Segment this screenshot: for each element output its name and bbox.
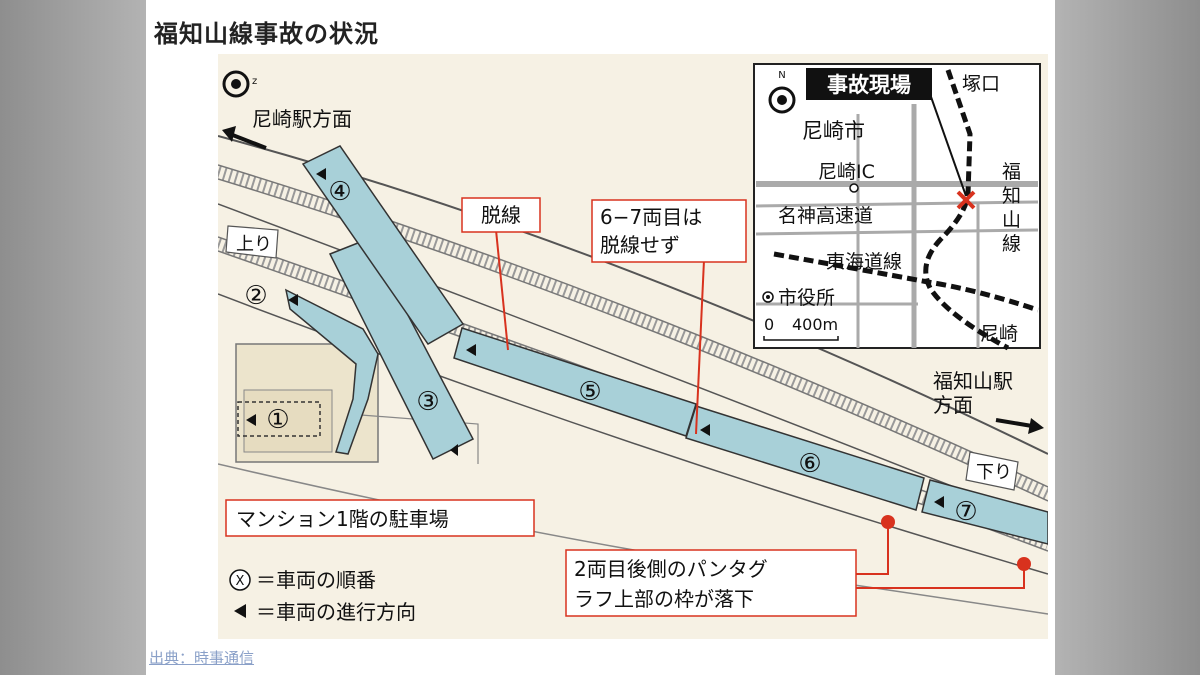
svg-text:N: N bbox=[778, 70, 785, 81]
svg-text:上り: 上り bbox=[236, 234, 272, 255]
car-number-6: ⑥ bbox=[798, 449, 821, 479]
track-down-tag: 下り bbox=[965, 451, 1019, 491]
parking-label-box bbox=[225, 499, 535, 537]
inset-highway-label: 名神高速道 bbox=[778, 205, 873, 227]
inset-title-box bbox=[806, 68, 932, 100]
direction-fukuchiyama-label-2: 方面 bbox=[933, 393, 973, 417]
inset-line-char-3: 山 bbox=[1002, 209, 1021, 231]
pantograph-label-2: ラフ上部の枠が落下 bbox=[574, 587, 754, 611]
inset-tsukaguchi-label: 塚口 bbox=[962, 73, 1000, 95]
car-7 bbox=[921, 479, 1048, 545]
boundary-line-mid bbox=[218, 203, 1048, 525]
figure-headline: 福知山線事故の状況 bbox=[154, 20, 379, 48]
inset-north-compass-icon: N bbox=[768, 70, 796, 114]
inset-ic-label: 尼崎IC bbox=[818, 161, 875, 183]
article-figure-card: 福知山線事故の状況 bbox=[146, 0, 1055, 675]
pantograph-callout-line-2 bbox=[856, 564, 1025, 589]
car-3 bbox=[328, 238, 475, 461]
blurred-background-left bbox=[0, 0, 146, 675]
blurred-background-right bbox=[1055, 0, 1200, 675]
car-number-5: ⑤ bbox=[578, 377, 601, 407]
inset-city-hall-label: 市役所 bbox=[778, 287, 835, 309]
no-derail-callout-box bbox=[591, 199, 747, 263]
parking-outline bbox=[347, 413, 479, 464]
legend-direction-triangle-icon bbox=[234, 604, 246, 618]
no-derail-label-2: 脱線せず bbox=[600, 233, 680, 257]
car-number-4: ④ bbox=[328, 177, 351, 207]
legend-number-symbol-icon: X bbox=[229, 569, 251, 591]
inset-city-label: 尼崎市 bbox=[802, 119, 865, 143]
inset-tokaido-label: 東海道線 bbox=[826, 251, 902, 273]
inset-scale-zero: 0 bbox=[764, 315, 774, 334]
inset-line-char-2: 知 bbox=[1002, 185, 1021, 207]
svg-text:下り: 下り bbox=[976, 462, 1012, 483]
car-4 bbox=[301, 145, 465, 345]
direction-fukuchiyama-label-1: 福知山駅 bbox=[933, 369, 1013, 393]
arrow-right-icon bbox=[995, 418, 1044, 434]
no-derail-callout-line bbox=[695, 259, 705, 435]
direction-amagasaki-label: 尼崎駅方面 bbox=[252, 107, 352, 131]
inset-title: 事故現場 bbox=[827, 73, 911, 97]
north-compass-icon: z bbox=[222, 70, 257, 98]
track-up-tag: 上り bbox=[225, 225, 279, 259]
car-1 bbox=[237, 401, 321, 437]
car-number-1: ① bbox=[266, 405, 289, 435]
arrow-left-icon bbox=[222, 126, 267, 150]
inset-scale-value: 400m bbox=[792, 315, 838, 334]
car-2 bbox=[284, 288, 379, 455]
car-number-3: ③ bbox=[416, 387, 439, 417]
inset-ic-marker bbox=[849, 183, 859, 193]
svg-text:z: z bbox=[252, 76, 257, 87]
source-link[interactable]: 出典：時事通信 bbox=[149, 649, 255, 667]
car-number-7: ⑦ bbox=[954, 497, 977, 527]
derail-callout-box bbox=[461, 197, 541, 233]
car-number-2: ② bbox=[244, 281, 267, 311]
inset-scale-bar bbox=[763, 336, 839, 341]
track-upper-rail bbox=[218, 178, 1048, 502]
inset-fukuchiyama-line bbox=[923, 69, 1010, 351]
derail-label: 脱線 bbox=[481, 203, 521, 227]
derail-callout-line bbox=[495, 229, 509, 351]
inset-city-hall-icon bbox=[762, 291, 774, 303]
parking-label: マンション1階の駐車場 bbox=[236, 507, 449, 531]
no-derail-label-1: 6−7両目は bbox=[600, 205, 702, 229]
accident-location-icon bbox=[956, 190, 976, 210]
accident-diagram: ① ② ③ ④ ⑤ ⑥ ⑦ 尼崎駅方面 福知山駅 方面 z 上り bbox=[218, 54, 1048, 639]
car-6 bbox=[685, 405, 925, 511]
legend-number-label: ＝車両の順番 bbox=[256, 568, 376, 592]
pantograph-callout-box bbox=[565, 549, 857, 617]
pantograph-callout-line-1 bbox=[856, 522, 889, 575]
inset-map: 事故現場 N 塚口 尼崎市 尼崎IC 名神高速道 東海道線 福 知 山 線 市役… bbox=[753, 63, 1041, 351]
inset-line-char-4: 線 bbox=[1002, 233, 1021, 255]
pantograph-label-1: 2両目後側のパンタグ bbox=[574, 557, 768, 581]
legend-direction-label: ＝車両の進行方向 bbox=[256, 600, 416, 624]
svg-text:X: X bbox=[236, 574, 245, 589]
inset-amagasaki-label: 尼崎 bbox=[980, 323, 1018, 345]
inset-line-char-1: 福 bbox=[1002, 161, 1021, 183]
parking-inner bbox=[243, 389, 333, 453]
